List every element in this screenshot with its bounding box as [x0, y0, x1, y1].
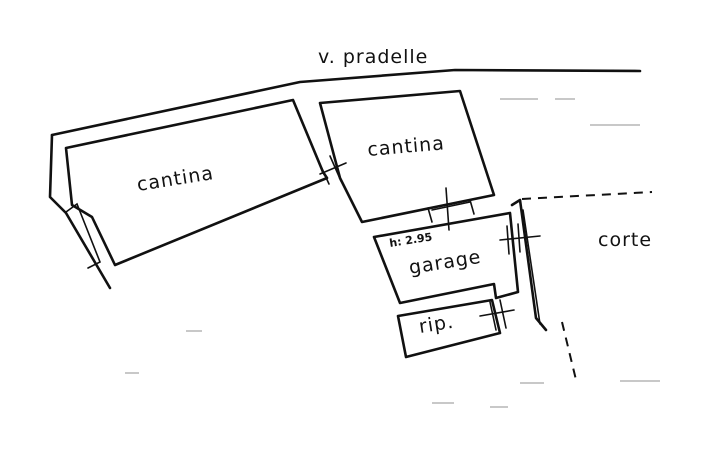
street-label: v. pradelle: [318, 46, 428, 68]
door-mark-garage-top: [427, 187, 475, 231]
room-garage-outline: [372, 211, 520, 305]
street-line: [50, 68, 642, 137]
room-rip-outline: [396, 298, 502, 359]
scan-speck: [186, 330, 202, 332]
room-label-garage: garage: [407, 246, 482, 279]
window-left-wall: [65, 202, 102, 269]
courtyard-label: corte: [598, 229, 652, 251]
outer-wall-left: [48, 133, 112, 290]
room-label-rip: rip.: [417, 311, 455, 338]
room-label-cantina-right: cantina: [367, 132, 446, 161]
room-label-cantina-left: cantina: [135, 162, 215, 196]
scan-speck: [490, 406, 508, 408]
scan-speck: [125, 372, 139, 374]
courtyard-boundary-bottom: [561, 321, 578, 385]
scan-speck: [520, 382, 544, 384]
room-cantina-left-outline: [64, 98, 329, 267]
courtyard-wall-inner: [522, 209, 541, 325]
scan-speck: [500, 98, 538, 100]
courtyard-boundary-top: [521, 191, 653, 200]
door-mark-garage-side: [499, 223, 541, 255]
door-mark-rip: [479, 299, 515, 331]
scan-speck: [432, 402, 454, 404]
scan-speck: [620, 380, 660, 382]
courtyard-wall: [510, 198, 548, 332]
scan-speck: [555, 98, 575, 100]
scan-speck: [590, 124, 640, 126]
